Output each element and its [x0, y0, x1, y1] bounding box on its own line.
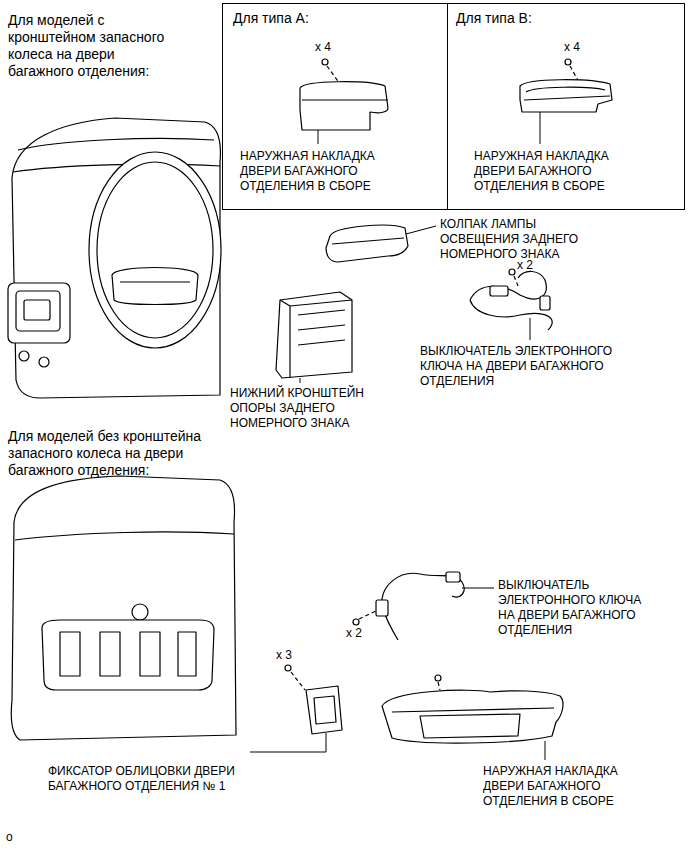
quantity-mark: x 2: [517, 258, 557, 273]
quantity-mark: x 3: [276, 648, 316, 663]
type-heading: Для типа В:: [456, 10, 606, 27]
part-name: НАРУЖНАЯ НАКЛАДКА ДВЕРИ БАГАЖНОГО ОТДЕЛЕ…: [483, 764, 645, 809]
part-name: ВЫКЛЮЧАТЕЛЬ ЭЛЕКТРОННОГО КЛЮЧА НА ДВЕРИ …: [420, 344, 648, 389]
section-heading: Для моделей с кронштейном запасного коле…: [8, 12, 178, 80]
part-name: НАРУЖНАЯ НАКЛАДКА ДВЕРИ БАГАЖНОГО ОТДЕЛЕ…: [240, 149, 400, 194]
section-heading: Для моделей без кронштейна запасного кол…: [8, 428, 216, 479]
quantity-mark: x 2: [346, 626, 386, 641]
part-name: НАРУЖНАЯ НАКЛАДКА ДВЕРИ БАГАЖНОГО ОТДЕЛЕ…: [474, 149, 634, 194]
quantity-mark: x 4: [315, 40, 355, 55]
variant-box: Для типа В: x 4 НАРУЖНАЯ НАКЛАДКА ДВЕРИ БА…: [447, 3, 685, 210]
quantity-mark: x 4: [564, 40, 604, 55]
type-heading: Для типа А:: [233, 10, 383, 27]
part-name: КОЛПАК ЛАМПЫ ОСВЕЩЕНИЯ ЗАДНЕГО НОМЕРНОГО…: [440, 217, 605, 262]
part-name: НИЖНИЙ КРОНШТЕЙН ОПОРЫ ЗАДНЕГО НОМЕРНОГО…: [230, 386, 382, 431]
part-name: ФИКСАТОР ОБЛИЦОВКИ ДВЕРИ БАГАЖНОГО ОТДЕЛ…: [48, 764, 280, 794]
variant-box: Для типа А: x 4 НАРУЖНАЯ НАКЛАДКА ДВЕРИ БА…: [222, 3, 448, 210]
figure-mark: o: [6, 830, 26, 845]
part-name: ВЫКЛЮЧАТЕЛЬ ЭЛЕКТРОННОГО КЛЮЧА НА ДВЕРИ …: [498, 578, 660, 638]
